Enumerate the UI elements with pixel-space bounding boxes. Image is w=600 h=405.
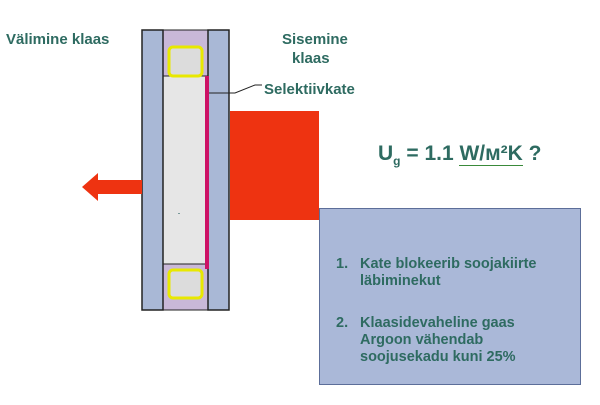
formula-unit: W/м²K — [459, 142, 523, 166]
u-value-formula: Ug = 1.1 W/м²K ? — [378, 142, 542, 168]
info-item-text: Kate blokeerib soojakiirte läbiminekut — [360, 256, 537, 289]
formula-subscript: g — [393, 154, 401, 169]
formula-symbol: U — [378, 142, 394, 165]
outer-glass-pane — [141, 29, 164, 311]
info-item: 2. Klaasidevaheline gaas Argoon vähendab… — [336, 315, 566, 366]
heat-loss-arrow — [82, 173, 142, 201]
heat-block — [230, 111, 319, 220]
selective-coating — [205, 76, 209, 269]
spacer-top — [167, 45, 204, 78]
cavity-mark — [178, 213, 180, 214]
inner-glass-pane — [207, 29, 230, 311]
formula-equals: = 1.1 — [400, 142, 460, 165]
inner-glass-label: Sisemine klaas — [282, 30, 348, 68]
outer-glass-label: Välimine klaas — [6, 31, 110, 48]
info-item: 1. Kate blokeerib soojakiirte läbimineku… — [336, 256, 566, 290]
coating-leader-line — [209, 84, 262, 94]
inner-glass-label-line2: klaas — [292, 50, 330, 67]
formula-question: ? — [522, 142, 542, 165]
gas-cavity — [162, 75, 209, 265]
spacer-bottom — [167, 268, 204, 300]
info-box: 1. Kate blokeerib soojakiirte läbimineku… — [319, 208, 581, 385]
inner-glass-label-line1: Sisemine — [282, 31, 348, 48]
info-item-number: 1. — [336, 256, 349, 272]
info-item-text: Klaasidevaheline gaas Argoon vähendab so… — [360, 315, 516, 365]
coating-label: Selektiivkate — [264, 81, 355, 98]
info-item-number: 2. — [336, 315, 349, 331]
